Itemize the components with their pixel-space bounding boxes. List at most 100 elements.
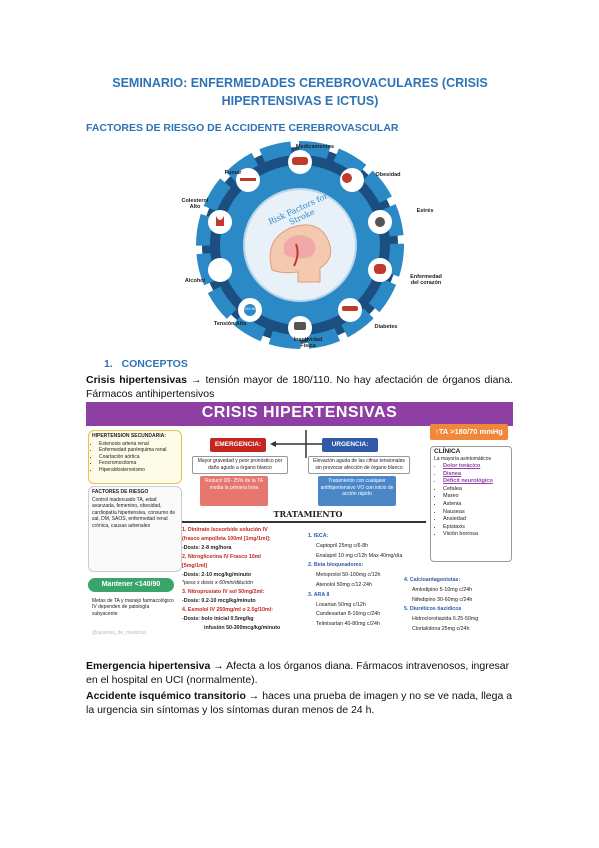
- tratamiento-label: TRATAMIENTO: [273, 509, 343, 519]
- clinica-list: Dolor torácico Disnea Déficit neurológic…: [431, 463, 511, 539]
- tratamiento-heading: TRATAMIENTO: [268, 509, 348, 519]
- iv-line: 3. Nitroprusiato IV sol 50mg/2ml:: [182, 589, 265, 596]
- list-item: Visión borrosa: [443, 531, 511, 539]
- factores-text: Control inadecuado TA, edad avanzada, fe…: [92, 496, 176, 529]
- risk-factor-wheel: Risk Factors for Stroke 120 80: [180, 140, 420, 350]
- label-diabetes: Diabetes: [374, 324, 398, 330]
- ait-paragraph: Accidente isquémico transitorio → haces …: [86, 689, 513, 717]
- label-inactividad: Inactividad Física: [293, 337, 323, 349]
- list-item: Feocromocitoma: [99, 460, 181, 467]
- list-item: Disnea: [443, 471, 511, 479]
- watermark: @apuntes_de_medicina: [92, 630, 147, 636]
- crisis-infographic: CRISIS HIPERTENSIVAS HIPERTENSION SECUND…: [86, 402, 513, 642]
- iv-line: *peso x dosis x 60min/dilución: [182, 580, 253, 587]
- vo-line: Metoprolol 50-100mg c/12h: [316, 572, 381, 579]
- bp-reading: 120 80: [243, 306, 257, 311]
- list-item: Epistaxis: [443, 524, 511, 532]
- urgencia-label-text: URGENCIA:: [331, 441, 369, 448]
- emergencia-label: EMERGENCIA:: [210, 438, 266, 452]
- emergencia-reduce: Reducir l20- 25% de la TA media la prime…: [200, 476, 268, 506]
- tratamiento-rule: [182, 521, 426, 523]
- urgencia-desc: Elevación aguda de las cifras tensionale…: [308, 456, 410, 474]
- label-tension: Tensión Alta: [213, 321, 247, 327]
- iv-line: (frasco ampolleta 100ml [1mg/1ml]:: [182, 535, 271, 542]
- crisis-text: → tensión mayor de 180/110. No hay afect…: [86, 374, 514, 400]
- label-estres: Estrés: [416, 208, 434, 214]
- page-title: SEMINARIO: ENFERMEDADES CEREBROVACULARES…: [112, 76, 488, 108]
- list-item: Estenosis arteria renal: [99, 441, 181, 448]
- crisis-term: Crisis hipertensivas: [86, 374, 187, 386]
- factores-box: FACTORES DE RIESGO Control inadecuado TA…: [88, 486, 182, 572]
- iv-treatment-list: 1. Dinitrato Isosorbide solución IV (fra…: [182, 526, 302, 633]
- label-medicamentos: Medicamentos: [295, 144, 335, 150]
- list-item: Ansiedad: [443, 516, 511, 524]
- list-item: Mareo: [443, 493, 511, 501]
- list-item: Nauseas: [443, 509, 511, 517]
- clinica-sub: La mayoría asintomáticos: [434, 455, 491, 462]
- vo-line: Candesartan 8-16mg c/24h: [316, 611, 381, 618]
- ait-term: Accidente isquémico transitorio: [86, 690, 246, 702]
- iv-line: -Dosis: 2-10 mcg/kg/minuto: [182, 571, 252, 578]
- wheel-graphic: [196, 141, 404, 349]
- vo-treatment-list-right: 4. Calcioantagonistas: Amlodipino 5-10mg…: [404, 576, 510, 635]
- mantener-label: Mantener <140/90: [101, 581, 161, 588]
- mantener-badge: Mantener <140/90: [88, 578, 174, 592]
- infographic-banner: CRISIS HIPERTENSIVAS: [86, 402, 513, 426]
- iv-line: 1. Dinitrato Isosorbide solución IV: [182, 527, 268, 533]
- vo-line: Hidroclorotiazida 6.25-50mg: [412, 616, 479, 623]
- emergencia-desc: Mayor gravedad y peor pronóstico por dañ…: [192, 456, 288, 474]
- vo-line: 2. Beta bloqueadores:: [308, 562, 364, 569]
- vo-line: Atenolol 50mg c/12-24h: [316, 581, 372, 588]
- iv-line: -Dosis: 2-8 mg/hora: [182, 544, 232, 551]
- vo-treatment-list: 1. IECA: Captopril 25mg c/6-8h Enalapril…: [308, 532, 436, 630]
- ta-badge: ↑TA >180/70 mmHg: [430, 424, 508, 440]
- vo-line: 1. IECA:: [308, 533, 329, 539]
- list-item: Enfermedad parénquima renal: [99, 447, 181, 454]
- vo-line: 4. Calcioantagonistas:: [404, 577, 461, 583]
- secundaria-box: HIPERTENSION SECUNDARIA: Estenosis arter…: [88, 430, 182, 484]
- emergencia-term: Emergencia hipertensiva: [86, 660, 211, 672]
- urgencia-label: URGENCIA:: [322, 438, 378, 452]
- iv-line: 2. Nitroglicerina IV Frasco 10ml: [182, 553, 261, 560]
- vo-line: Amlodipino 5-10mg c/24h: [412, 586, 473, 593]
- factores-title: FACTORES DE RIESGO: [92, 489, 149, 495]
- label-obesidad: Obesidad: [375, 172, 401, 178]
- vo-line: 3. ARA II: [308, 591, 330, 598]
- emergencia-paragraph: Emergencia hipertensiva → Afecta a los ó…: [86, 659, 513, 687]
- label-fumar: Fumar: [224, 170, 242, 176]
- urgencia-treatment: Tratamiento con cualquier antihipertensi…: [318, 476, 396, 506]
- list-item: Astenia: [443, 501, 511, 509]
- section-heading: FACTORES DE RIESGO DE ACCIDENTE CEREBROV…: [86, 122, 399, 134]
- vo-line: Clortalidona 25mg c/24h: [412, 625, 470, 632]
- secundaria-title: HIPERTENSION SECUNDARIA:: [92, 433, 166, 439]
- label-enfermedad-corazon: Enfermedad del corazón: [410, 274, 442, 286]
- clinica-box: CLÍNICA La mayoría asintomáticos Dolor t…: [430, 446, 512, 562]
- iv-line: infusión 50-300mcg/kg/minuto: [204, 624, 281, 631]
- label-colesterol: Colesterol Alto: [181, 198, 209, 210]
- list-item: Coartación aórtica: [99, 454, 181, 461]
- list-item: Dolor torácico: [443, 463, 511, 471]
- label-alcohol: Alcohol: [184, 278, 206, 284]
- clinica-title: CLÍNICA: [434, 448, 461, 455]
- list-item: Cefalea: [443, 486, 511, 494]
- iv-line: -Dosis: 0.2-10 mcg/kg/minuto: [182, 598, 256, 605]
- list-item: Hiperaldosteronismo: [99, 467, 181, 474]
- iv-line: -Dosis: bolo inicial 0.5mg/kg: [182, 616, 254, 623]
- ait-text: → haces una prueba de imagen y no se ve …: [86, 690, 513, 716]
- emergencia-label-text: EMERGENCIA:: [214, 441, 262, 448]
- vo-line: 5. Diuréticos tiazídicos: [404, 606, 462, 613]
- concepts-number: 1.: [104, 358, 113, 370]
- vo-line: Telmisartan 40-80mg c/24h: [316, 621, 380, 628]
- vo-line: Enalapril 10 mg c/12h Max 40mg/día: [316, 552, 403, 559]
- emergencia-text: → Afecta a los órganos diana. Fármacos i…: [86, 660, 510, 686]
- vo-line: Nifedipino 30-60mg c/24h: [412, 596, 473, 603]
- vo-line: Captopril 25mg c/6-8h: [316, 542, 369, 549]
- concepts-title: CONCEPTOS: [121, 358, 188, 370]
- vo-line: Losartan 50mg c/12h: [316, 601, 366, 608]
- concepts-heading: 1. CONCEPTOS: [104, 358, 188, 370]
- iv-line: [5mg/1ml]: [182, 562, 208, 569]
- ta-badge-text: ↑TA >180/70 mmHg: [435, 427, 503, 436]
- list-item: Déficit neurológico: [443, 478, 511, 486]
- mantener-note: Metas de TA y manejo farmacológico IV de…: [92, 598, 174, 617]
- secundaria-list: Estenosis arteria renal Enfermedad parén…: [89, 441, 181, 474]
